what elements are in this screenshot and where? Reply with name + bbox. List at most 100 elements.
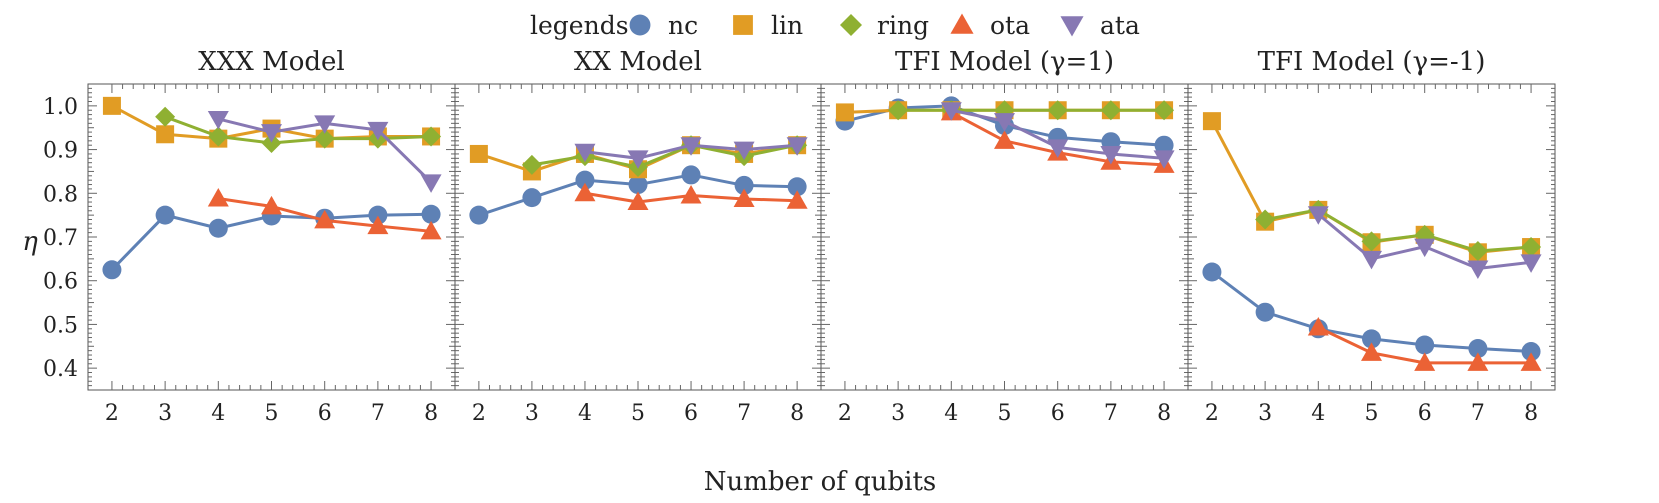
x-tick-label: 7 bbox=[1104, 401, 1118, 426]
data-point-ring bbox=[888, 100, 909, 121]
data-point-ata bbox=[314, 115, 336, 134]
legend-label-ring: ring bbox=[877, 11, 929, 40]
series-ring bbox=[155, 106, 442, 154]
series-nc bbox=[102, 204, 441, 280]
data-point-nc bbox=[1362, 329, 1381, 349]
data-point-nc bbox=[208, 218, 228, 238]
series-nc bbox=[469, 165, 807, 225]
data-point-ata bbox=[786, 137, 808, 156]
series-ota bbox=[574, 182, 808, 211]
legend-marker-lin bbox=[733, 15, 753, 35]
legend-label-lin: lin bbox=[771, 11, 803, 40]
x-tick-label: 8 bbox=[1524, 401, 1538, 426]
x-tick-label: 6 bbox=[318, 401, 332, 426]
data-point-nc bbox=[787, 177, 807, 197]
legend-title: legends bbox=[530, 11, 629, 40]
data-point-nc bbox=[368, 205, 388, 225]
legend-label-nc: nc bbox=[668, 11, 698, 40]
x-tick-label: 4 bbox=[211, 401, 225, 426]
data-point-ota bbox=[1361, 342, 1382, 361]
series-ota bbox=[207, 188, 442, 240]
y-tick-label: 0.4 bbox=[43, 357, 78, 382]
x-tick-label: 8 bbox=[1157, 401, 1171, 426]
y-tick-label: 1.0 bbox=[43, 95, 78, 120]
series-ring bbox=[888, 100, 1175, 121]
data-point-nc bbox=[1468, 338, 1488, 358]
data-point-ota bbox=[786, 190, 808, 209]
x-tick-label: 5 bbox=[265, 401, 279, 426]
data-point-ata bbox=[261, 124, 282, 143]
data-point-nc bbox=[1154, 135, 1174, 155]
legend-marker-ring bbox=[840, 14, 862, 36]
data-point-ata bbox=[367, 121, 389, 141]
data-point-ata bbox=[733, 141, 755, 161]
data-point-nc bbox=[628, 175, 648, 195]
y-tick-label: 0.8 bbox=[43, 182, 78, 207]
data-point-ata bbox=[420, 174, 442, 193]
x-tick-label: 8 bbox=[790, 401, 804, 426]
x-tick-label: 4 bbox=[1311, 401, 1325, 426]
data-point-ota bbox=[994, 130, 1015, 149]
series-line-ring bbox=[1264, 208, 1532, 253]
data-point-nc bbox=[421, 204, 441, 224]
data-point-ata bbox=[1414, 238, 1436, 258]
data-point-ata bbox=[1047, 139, 1069, 158]
legend-label-ata: ata bbox=[1100, 11, 1140, 40]
legend-label-ota: ota bbox=[990, 11, 1030, 40]
legend: legends nc lin ring ota ata bbox=[530, 11, 1140, 40]
data-point-ring bbox=[1521, 237, 1542, 258]
data-point-ring bbox=[1467, 240, 1488, 261]
y-tick-label: 0.6 bbox=[43, 270, 78, 295]
data-point-ring bbox=[155, 106, 176, 127]
x-tick-label: 8 bbox=[424, 401, 438, 426]
x-tick-label: 6 bbox=[1418, 401, 1432, 426]
x-tick-label: 5 bbox=[1365, 401, 1379, 426]
data-point-nc bbox=[575, 170, 595, 190]
data-point-nc bbox=[1415, 335, 1435, 355]
series-ata bbox=[1307, 206, 1542, 279]
panel-title: XX Model bbox=[574, 47, 702, 77]
data-point-lin bbox=[835, 103, 854, 122]
x-tick-label: 3 bbox=[158, 401, 172, 426]
data-point-ota bbox=[1520, 352, 1542, 371]
x-tick-label: 2 bbox=[838, 401, 852, 426]
y-tick-label: 0.7 bbox=[43, 226, 78, 251]
data-point-ota bbox=[261, 195, 282, 215]
data-point-nc bbox=[681, 165, 701, 185]
x-tick-label: 2 bbox=[1205, 401, 1219, 426]
data-point-ata bbox=[1467, 260, 1489, 279]
data-point-ata bbox=[1520, 254, 1542, 273]
data-point-ata bbox=[1153, 150, 1175, 169]
data-point-ota bbox=[1307, 316, 1329, 336]
data-point-ota bbox=[314, 209, 336, 229]
x-tick-label: 6 bbox=[1051, 401, 1065, 426]
series-line-ring bbox=[531, 143, 798, 169]
data-point-nc bbox=[469, 205, 489, 225]
y-axis-title: η bbox=[22, 227, 38, 257]
x-tick-label: 2 bbox=[105, 401, 119, 426]
series-ota bbox=[1307, 316, 1542, 371]
x-tick-label: 7 bbox=[737, 401, 751, 426]
legend-marker-nc bbox=[629, 14, 651, 36]
data-point-nc bbox=[155, 205, 175, 225]
data-point-nc bbox=[1521, 342, 1541, 362]
data-point-nc bbox=[734, 175, 754, 195]
series-ata bbox=[207, 110, 442, 193]
data-point-ring bbox=[1047, 100, 1068, 121]
data-point-ring bbox=[314, 128, 335, 149]
data-point-lin bbox=[102, 96, 121, 115]
data-point-ring bbox=[1255, 209, 1276, 230]
x-tick-label: 7 bbox=[1471, 401, 1485, 426]
x-tick-label: 4 bbox=[578, 401, 592, 426]
data-point-ota bbox=[1467, 352, 1489, 371]
data-point-nc bbox=[102, 260, 122, 280]
data-point-ata bbox=[627, 150, 649, 169]
y-tick-label: 0.9 bbox=[43, 139, 78, 164]
data-point-lin bbox=[1202, 112, 1221, 131]
